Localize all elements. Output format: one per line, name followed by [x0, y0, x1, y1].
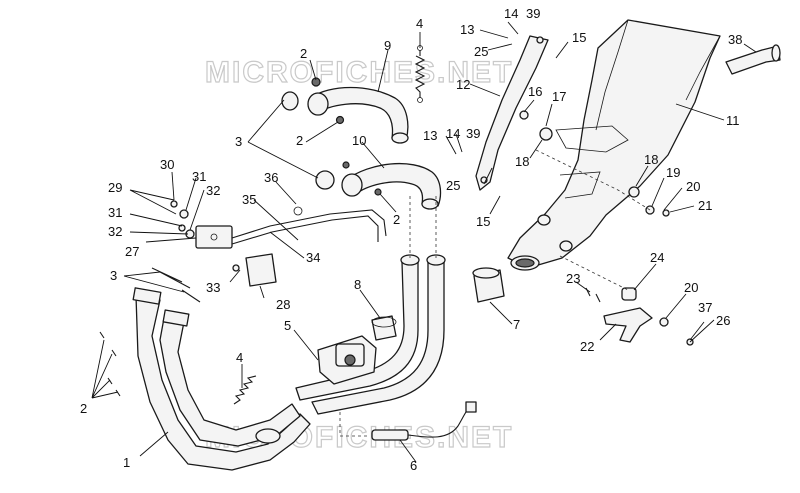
callout-5: 5	[284, 318, 291, 333]
callout-32-upper: 32	[206, 183, 220, 198]
callout-22: 22	[580, 339, 594, 354]
callout-27: 27	[125, 244, 139, 259]
leader-lines	[91, 21, 757, 463]
callout-11: 11	[726, 113, 740, 128]
callout-2-right: 2	[393, 212, 400, 227]
callout-25-lower: 25	[446, 178, 460, 193]
silencer-11	[507, 19, 721, 271]
callout-34: 34	[306, 250, 320, 265]
callout-3-lower: 3	[110, 268, 117, 283]
callout-39-upper: 39	[526, 6, 540, 21]
valve-actuator-5	[317, 335, 377, 385]
callout-17: 17	[552, 89, 566, 104]
callout-2-left: 2	[80, 401, 87, 416]
sleeve-7	[472, 267, 505, 303]
callout-30: 30	[160, 157, 174, 172]
callout-26: 26	[716, 313, 730, 328]
callout-35: 35	[242, 192, 256, 207]
spring-4-lower	[233, 375, 257, 405]
callout-1: 1	[123, 455, 130, 470]
callout-29: 29	[108, 180, 122, 195]
tail-piece-38	[725, 44, 781, 75]
callout-28: 28	[276, 297, 290, 312]
callout-14-lower: 14	[446, 126, 460, 141]
callout-31-upper: 31	[192, 169, 206, 184]
clamp-8	[371, 315, 397, 341]
callout-33: 33	[206, 280, 220, 295]
callout-13-lower: 13	[423, 128, 437, 143]
callout-14-upper: 14	[504, 6, 518, 21]
callout-4-upper: 4	[416, 16, 423, 31]
callout-31-lower: 31	[108, 205, 122, 220]
callout-32-lower: 32	[108, 224, 122, 239]
callout-25-upper: 25	[474, 44, 488, 59]
callout-labels: 1 2 2 2 2 3 3 4 4 5 6 7 8 9 10 11 12 13 …	[80, 6, 742, 473]
cables-34-35	[231, 206, 387, 245]
callout-3-upper: 3	[235, 134, 242, 149]
callout-15-lower: 15	[476, 214, 490, 229]
plate-28	[245, 253, 277, 287]
callout-9: 9	[384, 38, 391, 53]
callout-2-mid: 2	[296, 133, 303, 148]
callout-2-top: 2	[300, 46, 307, 61]
callout-16: 16	[528, 84, 542, 99]
callout-6: 6	[410, 458, 417, 473]
callout-36: 36	[264, 170, 278, 185]
callout-18-left: 18	[515, 154, 529, 169]
callout-21: 21	[698, 198, 712, 213]
callout-38: 38	[728, 32, 742, 47]
callout-24: 24	[650, 250, 664, 265]
callout-12: 12	[456, 77, 470, 92]
bracket-27	[195, 225, 233, 249]
callout-20-upper: 20	[686, 179, 700, 194]
callout-37: 37	[698, 300, 712, 315]
callout-10: 10	[352, 133, 366, 148]
lambda-sensor-6	[339, 401, 477, 441]
callout-4-lower: 4	[236, 350, 243, 365]
callout-23: 23	[566, 271, 580, 286]
spring-4-upper	[414, 45, 426, 103]
callout-19: 19	[666, 165, 680, 180]
watermark-top: MICROFICHES.NET	[205, 56, 513, 89]
washers-small-parts	[99, 77, 694, 397]
header-pipe-1	[132, 287, 311, 471]
callout-20-lower: 20	[684, 280, 698, 295]
callout-13-upper: 13	[460, 22, 474, 37]
pipe-9	[281, 86, 409, 144]
callout-18-right: 18	[644, 152, 658, 167]
collector-pipes	[295, 196, 446, 415]
callout-7: 7	[513, 317, 520, 332]
callout-15-upper: 15	[572, 30, 586, 45]
callout-8: 8	[354, 277, 361, 292]
callout-39-lower: 39	[466, 126, 480, 141]
pipe-10	[315, 162, 442, 210]
